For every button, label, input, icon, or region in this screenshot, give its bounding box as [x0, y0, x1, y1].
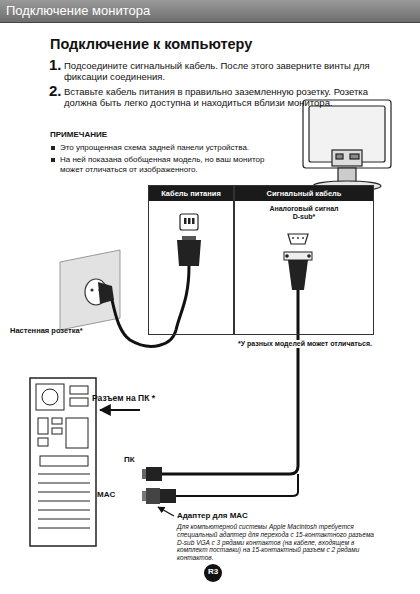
- step-number: 1.: [49, 56, 62, 74]
- note-text: На ней показана обобщенная модель, но ва…: [60, 155, 275, 174]
- adapter-arrow: [158, 507, 174, 516]
- signal-label: Аналоговый сигнал D-sub*: [269, 205, 339, 222]
- bullet: [51, 146, 55, 150]
- dsub-connector: [284, 234, 312, 290]
- slot-line: [38, 528, 90, 529]
- pc-connector: [142, 467, 162, 481]
- bullet: [51, 158, 55, 162]
- monitor-rear: [303, 100, 391, 191]
- adapter-title: Адаптер для MAC: [177, 511, 248, 521]
- header-bar: [0, 0, 420, 22]
- step-text: Подсоедините сигнальный кабель. После эт…: [64, 60, 394, 83]
- mac-adapter: [142, 488, 176, 504]
- panel-heading: Кабель питания: [149, 186, 233, 201]
- panel-heading: Сигнальный кабель: [235, 186, 373, 201]
- wall-socket: [60, 250, 120, 330]
- expansion-slots: [38, 474, 90, 528]
- signal-cable: [162, 290, 298, 474]
- footnote: *У разных моделей может отличаться.: [236, 340, 374, 348]
- header-rule: [0, 22, 420, 23]
- slot-line: [38, 474, 90, 475]
- slot-line: [38, 483, 90, 484]
- page-title: Подключение к компьютеру: [50, 36, 252, 53]
- port-label: Разъем на ПК *: [92, 393, 155, 403]
- cable-panel: Кабель питания: [148, 185, 234, 335]
- slot-line: [38, 492, 90, 493]
- slot-line: [38, 510, 90, 511]
- section-header: Подключение монитора: [6, 3, 150, 19]
- socket-label: Настенная розетка*: [10, 326, 83, 335]
- slot-line: [38, 519, 90, 520]
- page-number: R3: [203, 567, 223, 577]
- pc-tower: [30, 378, 96, 546]
- cable-panel: Сигнальный кабельАналоговый сигнал D-sub…: [234, 185, 374, 335]
- page-number-disc: [204, 564, 222, 582]
- note-text: Это упрощенная схема задней панели устро…: [60, 143, 249, 153]
- signal-cable-mac: [176, 474, 298, 496]
- note-heading: ПРИМЕЧАНИЕ: [50, 130, 107, 140]
- mac-label: MAC: [97, 490, 115, 500]
- step-number: 2.: [49, 82, 62, 100]
- step-text: Вставьте кабель питания в правильно зазе…: [64, 86, 394, 109]
- power-connector: [177, 214, 201, 266]
- slot-line: [38, 501, 90, 502]
- adapter-text: Для компьютерной системы Apple Macintosh…: [177, 523, 377, 562]
- pc-port-arrow: [100, 409, 140, 411]
- pc-label: ПК: [124, 455, 135, 465]
